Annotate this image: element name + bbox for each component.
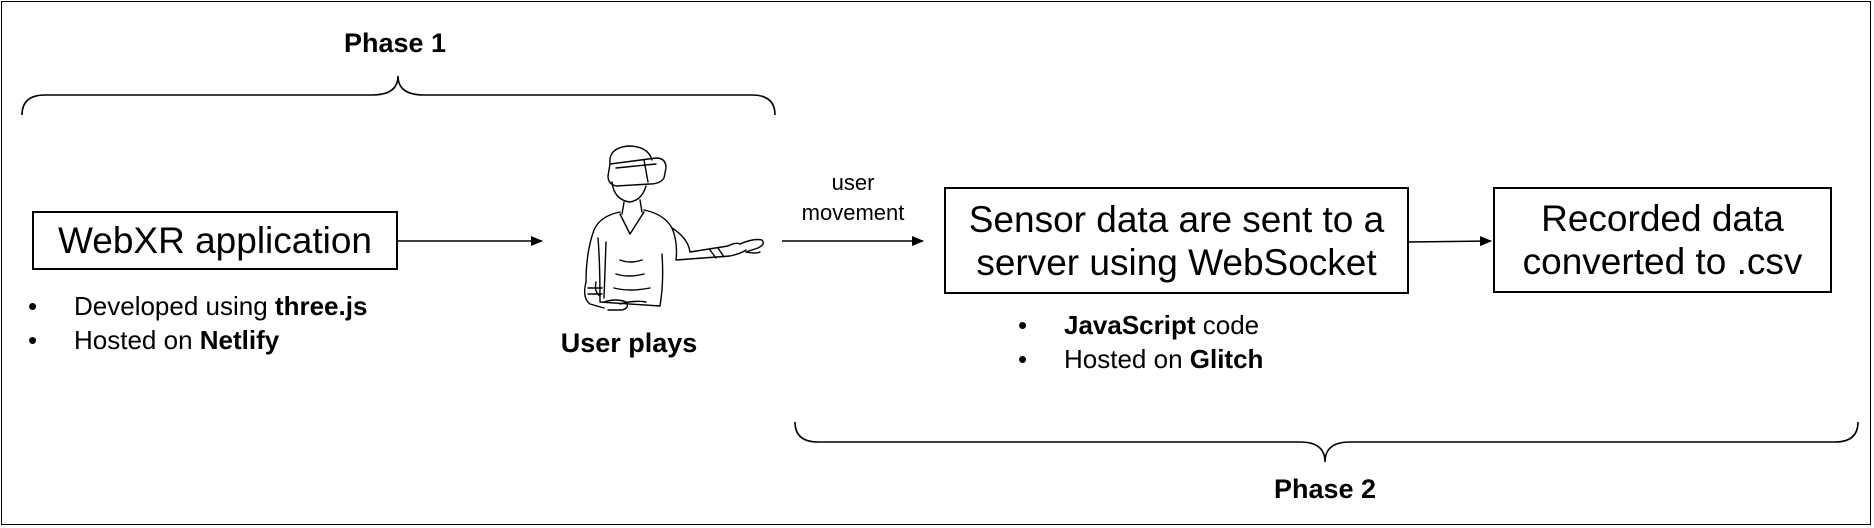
sensor-bullet-2: Hosted on Glitch xyxy=(1018,342,1263,376)
vr-user-figure xyxy=(583,145,765,311)
sensor-bullet-list: JavaScript code Hosted on Glitch xyxy=(1018,308,1263,376)
phase2-label: Phase 2 xyxy=(1274,474,1377,504)
user-movement-line2: movement xyxy=(801,200,905,225)
webxr-bullet-2: Hosted on Netlify xyxy=(28,323,367,357)
sensor-data-line1: Sensor data are sent to a xyxy=(968,198,1385,240)
webxr-bullet-1: Developed using three.js xyxy=(28,289,367,323)
sensor-bullet-1: JavaScript code xyxy=(1018,308,1263,342)
recorded-data-line1: Recorded data xyxy=(1541,198,1784,239)
phase2-brace xyxy=(794,421,1859,463)
arrow-sensor-to-csv xyxy=(1407,236,1492,247)
user-movement-label: user movement xyxy=(788,168,918,228)
sensor-data-line2: server using WebSocket xyxy=(976,241,1377,283)
phase1-label: Phase 1 xyxy=(344,28,447,58)
user-plays-caption: User plays xyxy=(560,328,698,358)
user-movement-line1: user xyxy=(831,170,875,195)
webxr-bullet-list: Developed using three.js Hosted on Netli… xyxy=(28,289,367,357)
recorded-data-box: Recorded data converted to .csv xyxy=(1493,187,1832,293)
sensor-data-box: Sensor data are sent to a server using W… xyxy=(944,187,1409,294)
phase1-brace xyxy=(21,75,776,116)
recorded-data-line2: converted to .csv xyxy=(1522,241,1803,282)
webxr-application-text: WebXR application xyxy=(58,219,372,261)
webxr-application-box: WebXR application xyxy=(32,211,398,270)
